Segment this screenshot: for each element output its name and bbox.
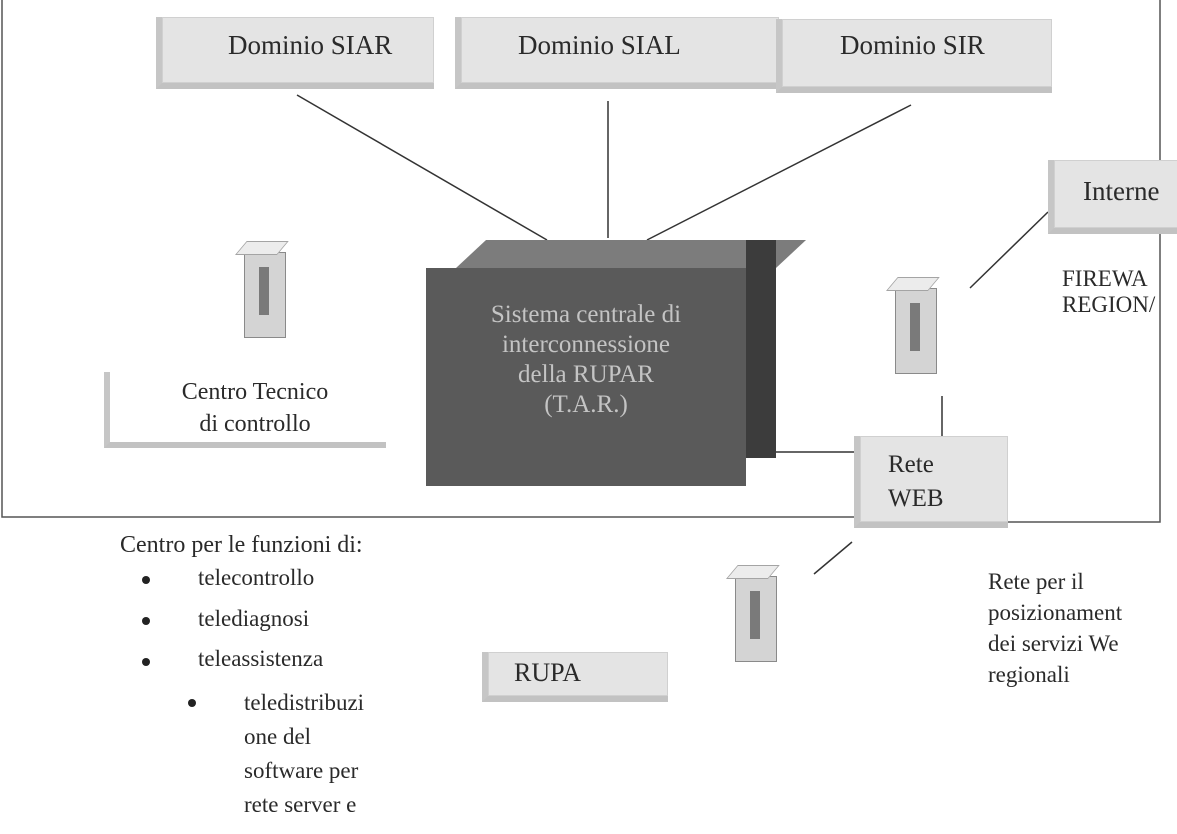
domain-siar-label: Dominio SIAR bbox=[228, 30, 393, 60]
server-icon-firewall bbox=[895, 288, 937, 374]
server-icon-centro-tecnico bbox=[244, 252, 286, 338]
rete-web-label: Rete WEB bbox=[888, 451, 944, 512]
funzioni-heading: Centro per le funzioni di: bbox=[120, 532, 363, 558]
funzioni-item: telecontrollo bbox=[198, 565, 315, 590]
server-icon-rupa bbox=[735, 576, 777, 662]
rupa-box bbox=[482, 652, 668, 702]
bullet bbox=[188, 699, 196, 707]
domain-sial-label: Dominio SIAL bbox=[518, 30, 681, 60]
centro-tecnico-label: Centro Tecnico di controllo bbox=[181, 379, 329, 437]
funzioni-item: teleassistenza bbox=[198, 646, 324, 671]
bullet bbox=[142, 658, 150, 666]
funzioni-sub-item: teledistribuzi one del software per rete… bbox=[244, 690, 365, 817]
central-system-block bbox=[426, 268, 746, 486]
domain-siar-box bbox=[156, 17, 434, 89]
firewall-label: FIREWA REGION/ bbox=[1062, 266, 1156, 317]
domain-sial-box bbox=[455, 17, 779, 89]
domain-sir-label: Dominio SIR bbox=[840, 30, 985, 60]
internet-label: Interne bbox=[1083, 176, 1160, 206]
rete-web-box bbox=[854, 436, 1008, 528]
domain-sir-box bbox=[776, 19, 1052, 93]
rupa-label: RUPA bbox=[514, 658, 581, 687]
central-system-label: Sistema centrale di interconnessione del… bbox=[490, 301, 682, 418]
internet-box bbox=[1048, 160, 1177, 234]
rete-posizionamento-label: Rete per il posizionament dei servizi We… bbox=[988, 569, 1123, 687]
funzioni-item: telediagnosi bbox=[198, 606, 310, 631]
centro-tecnico-box bbox=[104, 372, 386, 448]
bullet bbox=[142, 617, 150, 625]
bullet bbox=[142, 576, 150, 584]
central-system-side bbox=[746, 240, 776, 458]
